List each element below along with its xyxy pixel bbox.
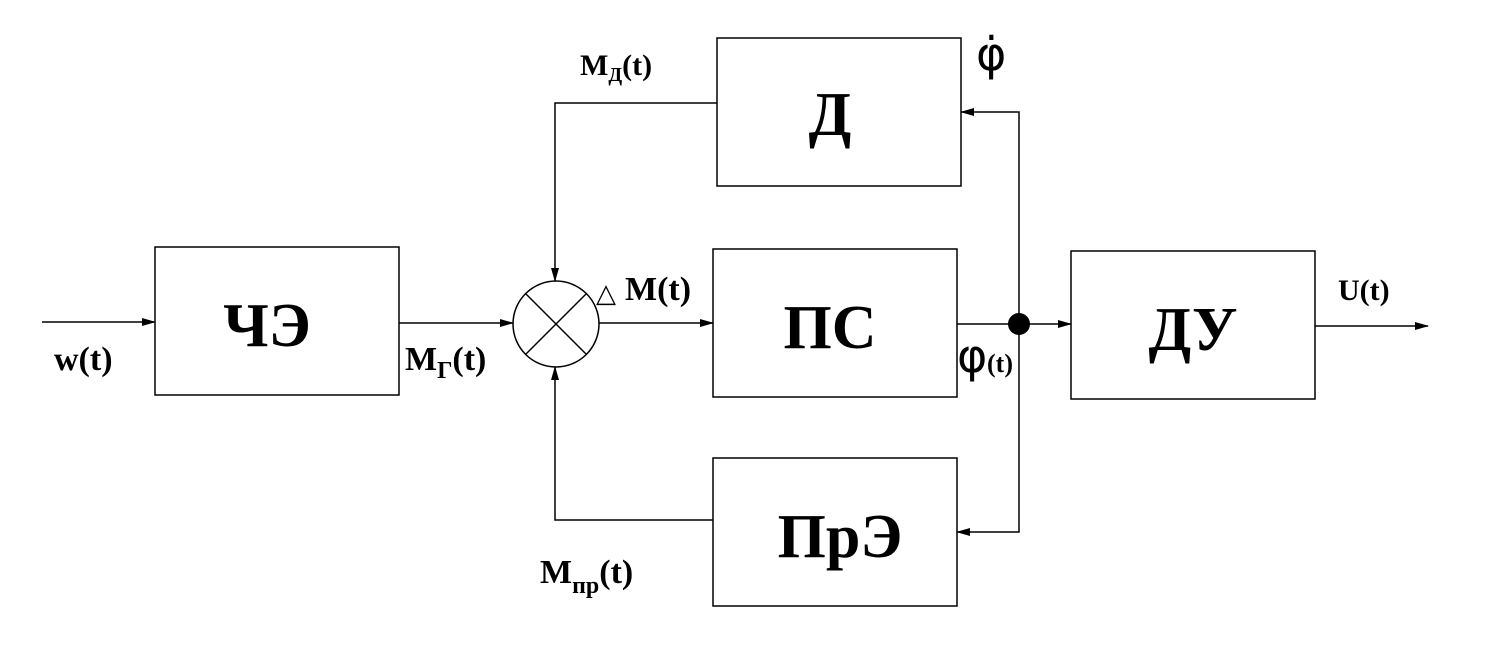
wire-pre-to-sum [551,366,713,521]
label-phi: φ (t) [957,329,1013,383]
svg-text:Mпр(t): Mпр(t) [540,554,633,599]
block-ps: ПС [712,248,958,398]
svg-text:MГ(t): MГ(t) [405,341,486,384]
svg-text:MД(t): MД(t) [580,49,652,86]
svg-text:M(t): M(t) [625,271,691,308]
svg-text:(t): (t) [987,349,1013,378]
label-phi-dot: φ̇ [976,27,1006,81]
block-che-label: ЧЭ [223,292,311,360]
block-d-label: Д [809,81,852,149]
wire-node-to-pre [956,324,1020,536]
label-m-pr: Mпр(t) [540,554,633,599]
svg-text:△: △ [596,279,616,309]
block-ps-label: ПС [784,294,877,362]
block-d: Д [716,37,962,187]
block-che: ЧЭ [154,246,400,396]
label-delta-m: △ M(t) [596,271,691,309]
block-pre-label: ПрЭ [778,503,903,571]
label-output: U(t) [1338,274,1390,307]
branch-node [1008,313,1030,335]
wire-d-to-sum [551,102,717,282]
svg-text:φ: φ [957,329,987,383]
label-input: w(t) [54,341,113,378]
summing-junction [512,280,600,368]
block-du-label: ДУ [1149,296,1238,364]
block-pre: ПрЭ [712,457,958,607]
label-m-g: MГ(t) [405,341,486,384]
block-du: ДУ [1070,250,1316,400]
wire-node-to-d [960,108,1020,324]
label-m-d: MД(t) [580,49,652,86]
